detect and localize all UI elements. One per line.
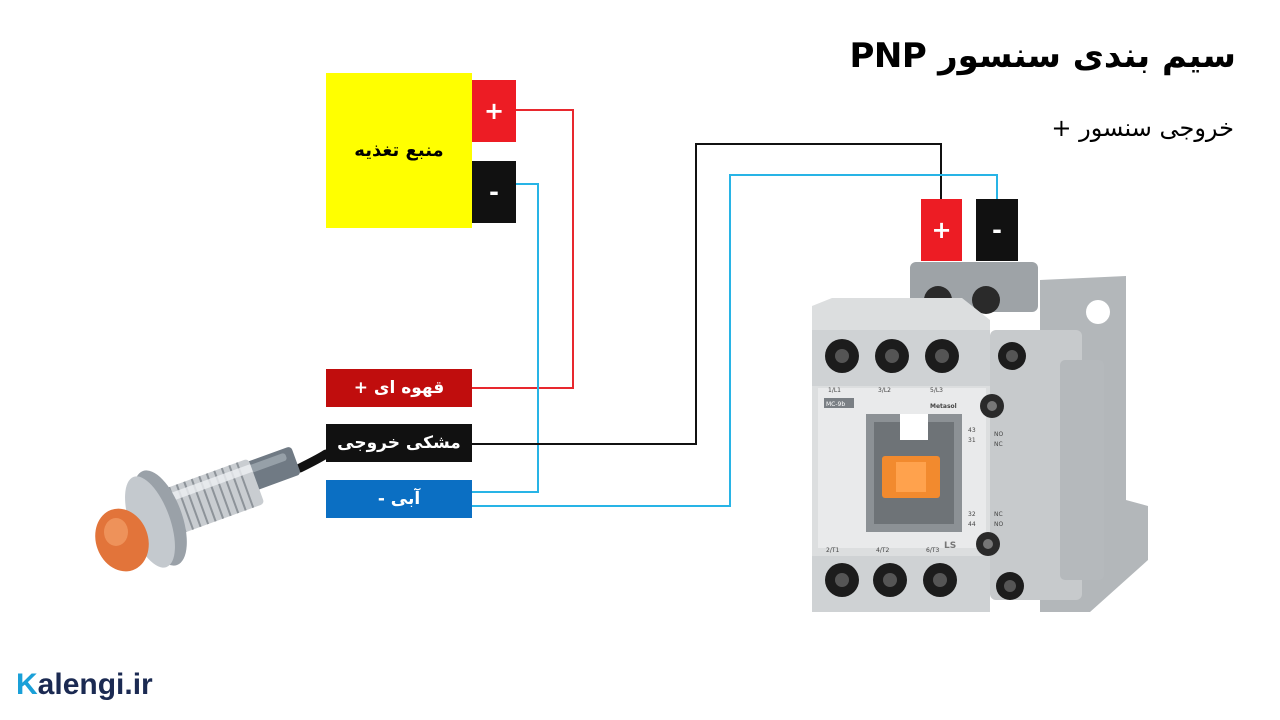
label-black-wire: مشکی خروجی (326, 424, 472, 462)
print-aux-bottom-3: NC (994, 511, 1003, 518)
contactor-negative-terminal: - (976, 199, 1018, 261)
logo-k: K (16, 668, 38, 701)
print-aux-top-3: NO (994, 431, 1003, 438)
power-supply-box: منبع تغذیه (326, 73, 472, 228)
print-aux-bottom-1: 32 (968, 511, 976, 518)
print-aux-bottom-4: NO (994, 521, 1003, 528)
wire-black-output (472, 143, 942, 445)
print-aux-bottom-2: 44 (968, 521, 976, 528)
print-top-term-3: 5/L3 (930, 387, 943, 394)
print-top-term-1: 1/L1 (828, 387, 841, 394)
label-blue-wire: آبی - (326, 480, 472, 518)
print-logo: LS (944, 541, 956, 551)
contactor-image: 1/L1 3/L2 5/L3 MC-9b Metasol 43 31 NO NC… (812, 262, 1148, 612)
label-brown-wire: قهوه ای + (326, 369, 472, 407)
print-model: MC-9b (826, 401, 845, 408)
contactor-positive-terminal: + (921, 199, 962, 261)
subtitle: خروجی سنسور + (1051, 114, 1234, 142)
print-aux-top-1: 43 (968, 427, 976, 434)
print-aux-top-4: NC (994, 441, 1003, 448)
logo-text: alengi.ir (37, 668, 153, 701)
print-bottom-term-1: 2/T1 (826, 547, 840, 554)
print-bottom-term-3: 6/T3 (926, 547, 940, 554)
wire-red (472, 109, 574, 389)
power-supply-label: منبع تغذیه (354, 140, 444, 161)
print-brand: Metasol (930, 403, 957, 410)
print-top-term-2: 3/L2 (878, 387, 891, 394)
wire-blue-supply (472, 183, 539, 493)
psu-negative-terminal: - (472, 161, 516, 223)
wire-blue-contactor (472, 174, 998, 507)
psu-positive-terminal: + (472, 80, 516, 142)
print-aux-top-2: 31 (968, 437, 976, 444)
kalengi-logo: Kalengi.ir (16, 668, 153, 702)
inductive-sensor (95, 447, 331, 572)
print-bottom-term-2: 4/T2 (876, 547, 890, 554)
page-title: سیم بندی سنسور PNP (849, 36, 1236, 76)
